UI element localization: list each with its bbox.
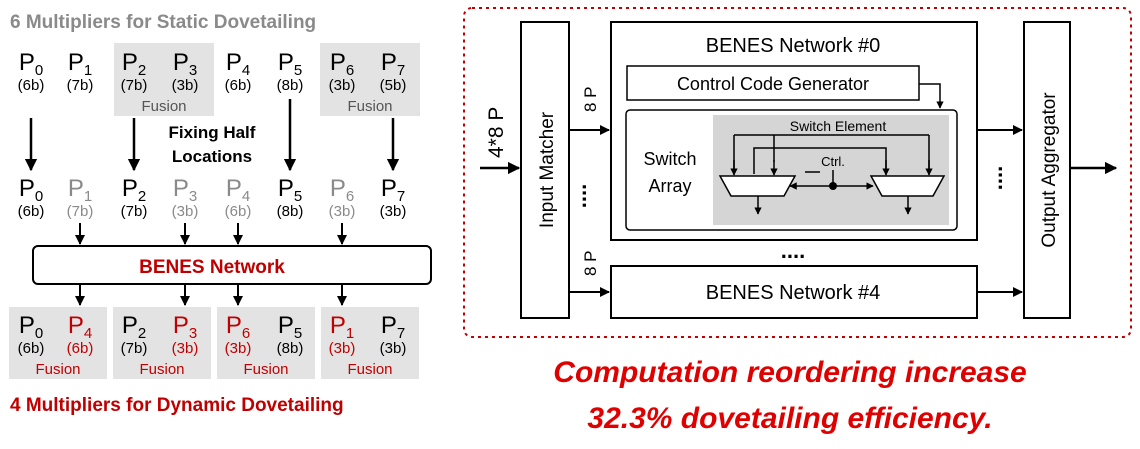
row3-bitwidth-3: (3b): [172, 340, 199, 357]
row2-operand-2: P2: [122, 175, 146, 205]
output-aggregator-label: Output Aggregator: [1039, 92, 1060, 248]
benes4-box: [610, 265, 978, 319]
input-label: 4*8 P: [485, 107, 508, 158]
switch-element-arrowheads: [730, 160, 933, 176]
row3-bitwidth-1: (6b): [67, 340, 94, 357]
row1-bitwidth-7: (5b): [380, 77, 407, 94]
row1-bitwidth-5: (8b): [277, 77, 304, 94]
input-matcher-label: Input Matcher: [537, 111, 558, 228]
row2-bitwidth-7: (3b): [380, 203, 407, 220]
benes-network-label: BENES Network: [139, 257, 285, 278]
row1-operand-6: P6: [330, 49, 354, 79]
control-code-arrow: [919, 83, 944, 109]
benes-network-box: [32, 245, 432, 285]
ellipsis-left: ....: [566, 184, 591, 208]
row3-bitwidth-7: (3b): [380, 340, 407, 357]
row2-operand-1: P1: [68, 175, 92, 205]
control-code-generator-label: Control Code Generator: [677, 74, 869, 94]
row1-operand-1: P1: [68, 49, 92, 79]
fusion-label-top-1: Fusion: [141, 98, 186, 115]
operand-row-fixed: P0(6b)P1(7b)P2(7b)P3(3b)P4(6b)P5(8b)P6(3…: [18, 175, 407, 220]
row3-operand-1: P4: [68, 312, 92, 342]
row3-operand-2: P2: [122, 312, 146, 342]
switch-element-label: Switch Element: [790, 118, 887, 134]
row3-operand-7: P7: [381, 312, 405, 342]
fusion-box-p2-p3: [114, 43, 214, 116]
caption-line-2: 32.3% dovetailing efficiency.: [587, 402, 992, 435]
row2-bitwidth-5: (8b): [277, 203, 304, 220]
fusion-label-bottom-2: Fusion: [139, 361, 184, 378]
switch-array-label-1: Switch: [643, 149, 696, 169]
benes0-label: BENES Network #0: [706, 35, 881, 57]
row3-operand-4: P6: [226, 312, 250, 342]
fusion-box-p0-p4: [9, 307, 107, 379]
row1-operand-2: P2: [122, 49, 146, 79]
row1-operand-0: P0: [19, 49, 43, 79]
architecture-frame: [463, 7, 1132, 338]
fusion-box-p6-p5: [217, 307, 315, 379]
row3-bitwidth-6: (3b): [329, 340, 356, 357]
fusion-label-bottom-3: Fusion: [243, 361, 288, 378]
row1-operand-7: P7: [381, 49, 405, 79]
fusion-label-top-2: Fusion: [347, 98, 392, 115]
row2-bitwidth-4: (6b): [225, 203, 252, 220]
output-aggregator-box: [1023, 21, 1071, 319]
row2-operand-6: P6: [330, 175, 354, 205]
operand-row-original: P0(6b)P1(7b)P2(7b)P3(3b)P4(6b)P5(8b)P6(3…: [18, 49, 407, 94]
fusion-box-p6-p7: [320, 43, 420, 116]
dynamic-dovetailing-title: 4 Multipliers for Dynamic Dovetailing: [10, 395, 344, 416]
row2-operand-4: P4: [226, 175, 250, 205]
bus-label-top: 8 P: [581, 86, 600, 112]
row3-operand-0: P0: [19, 312, 43, 342]
caption-line-1: Computation reordering increase: [553, 356, 1026, 389]
row1-bitwidth-4: (6b): [225, 77, 252, 94]
switch-array-label-2: Array: [648, 176, 691, 196]
row3-operand-3: P3: [173, 312, 197, 342]
row1-bitwidth-0: (6b): [18, 77, 45, 94]
row1-operand-4: P4: [226, 49, 250, 79]
control-code-generator-box: [626, 65, 920, 101]
row3-operand-6: P1: [330, 312, 354, 342]
switch-element-area: [713, 115, 949, 225]
row2-bitwidth-0: (6b): [18, 203, 45, 220]
row1-operand-5: P5: [278, 49, 302, 79]
fusion-label-bottom-4: Fusion: [347, 361, 392, 378]
operand-row-reordered: P0(6b)P4(6b)P2(7b)P3(3b)P6(3b)P5(8b)P1(3…: [18, 312, 407, 357]
fusion-box-p1-p7: [321, 307, 419, 379]
locations-label: Locations: [172, 147, 252, 166]
row2-operand-7: P7: [381, 175, 405, 205]
row2-bitwidth-2: (7b): [121, 203, 148, 220]
row2-operand-5: P5: [278, 175, 302, 205]
fixing-half-label: Fixing Half: [169, 123, 256, 142]
row2-bitwidth-3: (3b): [172, 203, 199, 220]
row1-bitwidth-3: (3b): [172, 77, 199, 94]
static-dovetailing-title: 6 Multipliers for Static Dovetailing: [10, 12, 316, 33]
ctrl-label: Ctrl.: [821, 154, 845, 169]
ellipsis-middle: ....: [781, 238, 805, 263]
mux-right: [869, 175, 946, 197]
row2-operand-0: P0: [19, 175, 43, 205]
fusion-label-bottom-1: Fusion: [35, 361, 80, 378]
row3-operand-5: P5: [278, 312, 302, 342]
row1-bitwidth-6: (3b): [329, 77, 356, 94]
ellipsis-right: ....: [982, 166, 1007, 190]
row1-bitwidth-1: (7b): [67, 77, 94, 94]
input-matcher-box: [520, 21, 570, 319]
row3-bitwidth-4: (3b): [225, 340, 252, 357]
benes4-label: BENES Network #4: [706, 282, 881, 304]
row2-operand-3: P3: [173, 175, 197, 205]
mux-left: [718, 175, 797, 197]
row3-bitwidth-5: (8b): [277, 340, 304, 357]
bus-label-bottom: 8 P: [581, 250, 600, 276]
row1-operand-3: P3: [173, 49, 197, 79]
row3-bitwidth-0: (6b): [18, 340, 45, 357]
fusion-box-p2-p3-dyn: [113, 307, 211, 379]
row2-bitwidth-6: (3b): [329, 203, 356, 220]
row3-bitwidth-2: (7b): [121, 340, 148, 357]
row2-bitwidth-1: (7b): [67, 203, 94, 220]
row1-bitwidth-2: (7b): [121, 77, 148, 94]
